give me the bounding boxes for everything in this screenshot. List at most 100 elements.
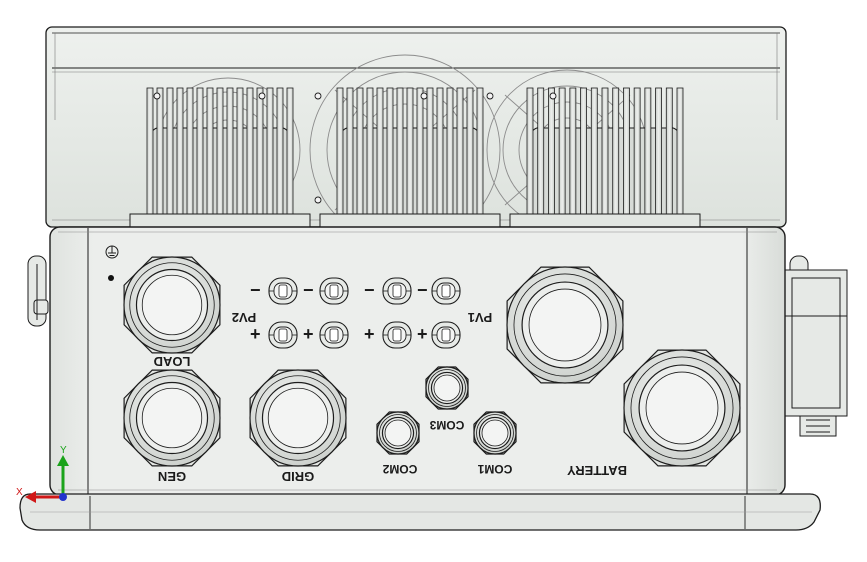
heatsink-fin [436,87,444,229]
heatsink-fin [526,87,534,229]
heatsink-group [129,87,311,229]
heatsink-fin [346,87,354,229]
heatsink-fin [466,87,474,229]
heatsink-fin [558,87,566,229]
base-plate [19,493,821,531]
pv-connector-minus [431,277,461,305]
heatsink-fin [176,87,184,229]
plus-sign: + [250,324,261,344]
heatsink-fin [206,87,214,229]
heatsink-fin [196,87,204,229]
label-pv1: PV1 [468,310,493,325]
gland-com1 [473,411,517,455]
gland-com3 [425,366,469,410]
heatsink-fin [336,87,344,229]
label-load: LOAD [154,354,191,369]
axis-triad: Y X [16,445,69,503]
heatsink-fin [590,87,598,229]
minus-sign: − [303,280,314,300]
gland-grid [249,369,347,467]
ground-icon [105,245,119,259]
heatsink-fin [226,87,234,229]
heatsink-foot [319,213,501,228]
heatsink-fin [276,87,284,229]
heatsink-foot [509,213,701,228]
y-axis-label: Y [60,445,67,456]
heatsink-fin [406,87,414,229]
heatsink-fin [246,87,254,229]
heatsink-fin [396,87,404,229]
label-gen: GEN [158,469,186,484]
plus-sign: + [303,324,314,344]
heatsink-fin [580,87,587,229]
heatsink-fin [426,87,434,229]
heatsink-fin [446,87,454,229]
minus-sign: − [417,280,428,300]
heatsink-fin [665,87,673,229]
heatsink-fin [416,87,424,229]
label-grid: GRID [282,469,315,484]
y-axis-arrowhead [57,455,69,466]
indicator-dot [108,275,114,281]
cover-screws [153,92,557,204]
gland-gen [123,369,221,467]
heatsink-fin [286,87,294,229]
heatsink-fin [569,87,577,229]
heatsink-fin [366,87,374,229]
heatsink-fin [356,87,364,229]
z-axis-dot [59,493,67,501]
pv-connector-plus [431,321,461,349]
label-battery: BATTERY [567,463,627,478]
heatsink-fin [156,87,164,229]
heatsink-fin [386,87,394,229]
heatsink-fin [236,87,244,229]
pv-connector-plus [382,321,412,349]
heatsink-fin [186,87,194,229]
plus-sign: + [417,324,428,344]
heatsink-foot [129,213,311,228]
gland-dc-large [506,266,624,384]
pv-connector-minus [268,277,298,305]
heatsink-fin [655,87,662,229]
heatsink-fin [376,87,384,229]
right-mount-bracket [784,255,848,437]
minus-sign: − [364,280,375,300]
pv-connector-plus [268,321,298,349]
heatsink-group [319,87,501,229]
heatsink-fin [266,87,274,229]
label-com3: COM3 [429,418,464,432]
heatsink-fin [633,87,641,229]
heatsink-fin [623,87,630,229]
gland-com2 [376,411,420,455]
polarity-signs: − − − − + + + + [250,280,428,344]
heatsink-fin [456,87,464,229]
heatsink-fin [146,87,154,229]
heatsink-group [509,87,701,229]
heatsink-fin [644,87,652,229]
cable-glands [123,256,741,467]
heatsink-fin [601,87,609,229]
label-com1: COM1 [477,462,512,476]
minus-sign: − [250,280,261,300]
heatsink-fin [476,87,484,229]
label-com2: COM2 [382,462,417,476]
heatsink-fins [129,87,701,229]
pv-connector-minus [382,277,412,305]
gland-load [123,256,221,354]
pv-connector-plus [319,321,349,349]
x-axis-label: X [16,487,23,498]
heatsink-fin [548,87,555,229]
plus-sign: + [364,324,375,344]
label-pv2: PV2 [232,310,257,325]
heatsink-fin [216,87,224,229]
pv-connectors [268,277,461,349]
heatsink-fin [537,87,545,229]
left-mount-bracket [27,255,49,327]
gland-battery [623,349,741,467]
heatsink-fin [676,87,684,229]
heatsink-fin [256,87,264,229]
pv-connector-minus [319,277,349,305]
heatsink-fin [612,87,620,229]
heatsink-fin [166,87,174,229]
